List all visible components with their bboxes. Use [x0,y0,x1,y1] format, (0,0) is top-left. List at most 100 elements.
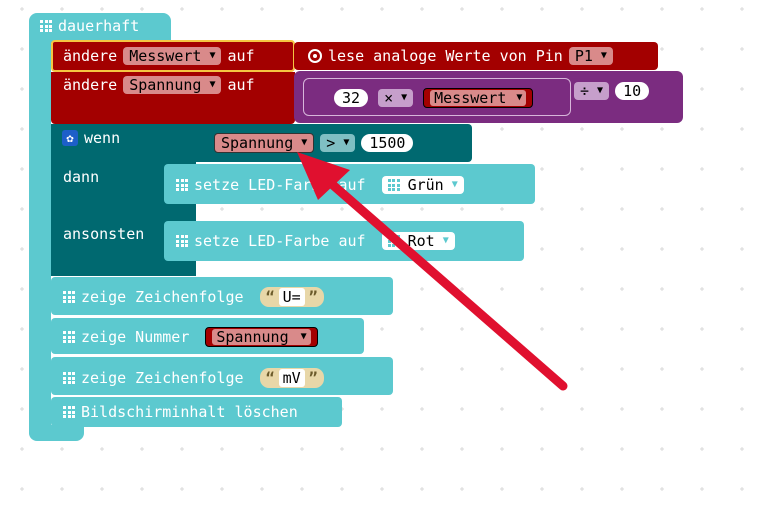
grid-cross [140,447,144,451]
grid-cross [20,7,24,11]
compare-op-dropdown[interactable]: >▼ [320,134,356,152]
else-text: ansonsten [63,225,145,243]
grid-cross [420,487,424,491]
grid-cross [20,367,24,371]
grid-cross [20,447,24,451]
grid-cross [380,7,384,11]
grid-cross [580,367,584,371]
string-value-2[interactable]: “ mV ” [259,368,324,388]
grid-cross [700,167,704,171]
quote-open-icon: “ [265,369,275,387]
grid-cross [260,7,264,11]
grid-cross [620,247,624,251]
grid-cross [220,447,224,451]
grid-cross [420,7,424,11]
chevron-down-icon: ▼ [301,137,308,148]
compare-value[interactable]: 1500 [361,134,414,152]
grid-cross [20,407,24,411]
set-suffix: auf [227,47,255,65]
grid-cross [500,287,504,291]
grid-cross [620,207,624,211]
pin-dropdown[interactable]: P1▼ [568,47,613,65]
grid-cross [300,447,304,451]
op-symbol: > [326,134,336,152]
grid-cross [380,327,384,331]
grid-cross [460,287,464,291]
compare-var-dropdown[interactable]: Spannung▼ [214,133,315,153]
string-text[interactable]: mV [278,369,305,387]
string-value-1[interactable]: “ U= ” [259,287,324,307]
variable-name: Messwert [129,47,202,65]
then-text: dann [63,168,100,186]
forever-label: dauerhaft [58,17,140,35]
grid-cross [700,447,704,451]
grid-cross [220,207,224,211]
grid-cross [580,7,584,11]
var-pill: Messwert ▼ [430,89,527,107]
grid-cross [460,327,464,331]
grid-cross [460,7,464,11]
show-string-label: zeige Zeichenfolge [81,369,244,387]
grid-cross [300,7,304,11]
grid-cross [580,287,584,291]
divide-value[interactable]: 10 [615,82,650,100]
grid-cross [540,247,544,251]
grid-cross [420,327,424,331]
variable-name: Messwert [434,89,507,107]
grid-cross [660,407,664,411]
grid-cross [500,447,504,451]
grid-cross [540,487,544,491]
variable-name: Spannung [129,76,202,94]
forever-header[interactable]: dauerhaft [40,17,139,35]
grid-cross [620,447,624,451]
multiply-op-dropdown[interactable]: ×▼ [378,89,414,107]
grid-cross [540,127,544,131]
chevron-down-icon: ▼ [600,50,607,61]
show-string-block-2[interactable] [51,357,393,395]
variable-dropdown-messwert[interactable]: Messwert ▼ [123,47,222,65]
forever-block[interactable] [29,13,171,43]
grid-cross [420,207,424,211]
clear-screen-block[interactable] [51,397,342,427]
grid-cross [260,487,264,491]
show-string-block-1[interactable] [51,277,393,315]
grid-cross [540,447,544,451]
color-dropdown-green[interactable]: Grün▼ [381,176,464,194]
chevron-down-icon: ▼ [516,92,523,103]
grid-cross [540,207,544,211]
grid-cross [380,487,384,491]
multiply-var-dropdown[interactable]: Messwert ▼ [423,88,534,108]
grid-cross [580,167,584,171]
chevron-down-icon: ▼ [442,235,449,246]
grid-cross [380,207,384,211]
arrow-head [297,152,350,200]
grid-cross [380,407,384,411]
compare-row: Spannung▼ >▼ 1500 [214,133,414,153]
multiply-value[interactable]: 32 [334,89,369,107]
variable-dropdown-spannung[interactable]: Spannung▼ [123,76,222,94]
string-text[interactable]: U= [278,288,305,306]
grid-cross [740,447,744,451]
grid-cross [260,207,264,211]
grid-cross [60,7,64,11]
grid-cross [60,447,64,451]
divide-op-dropdown[interactable]: ÷▼ [574,82,610,100]
set-led-red-block[interactable] [164,221,524,261]
else-label: ansonsten [63,225,144,243]
chevron-down-icon: ▼ [209,50,216,61]
grid-cross [660,47,664,51]
grid-cross [580,207,584,211]
gear-icon[interactable]: ✿ [62,130,78,146]
grid-cross [20,247,24,251]
grid-icon [63,406,75,418]
grid-cross [340,447,344,451]
quote-close-icon: ” [308,288,318,306]
if-header: ✿ wenn [62,129,120,147]
chevron-down-icon: ▼ [401,92,408,103]
grid-icon [63,291,75,303]
grid-cross [660,447,664,451]
show-number-var-dropdown[interactable]: Spannung▼ [205,327,318,347]
grid-cross [580,127,584,131]
set-led-label: setze LED-Farbe auf [194,232,366,250]
grid-cross [500,487,504,491]
